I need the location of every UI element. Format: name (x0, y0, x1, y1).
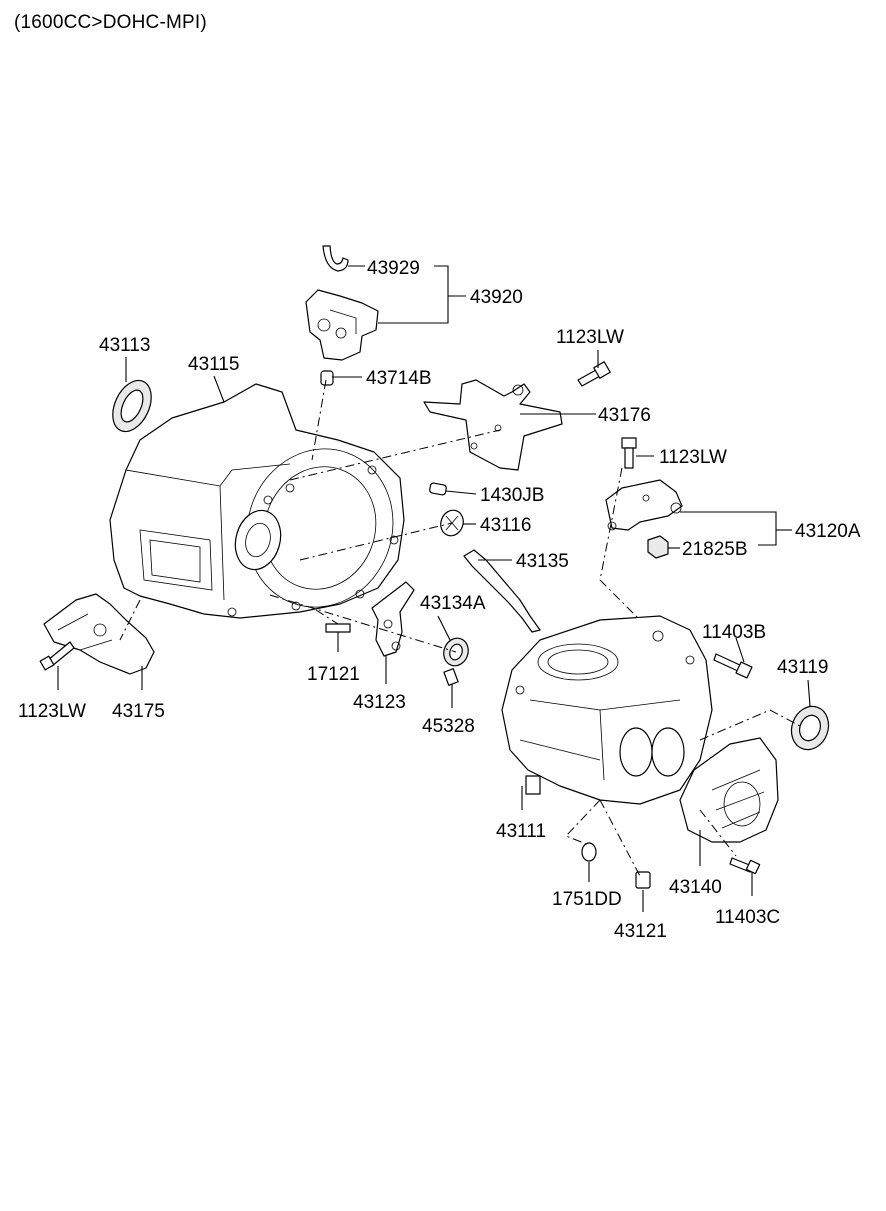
part-43714B-pin (320, 370, 334, 386)
label-1430JB[interactable]: 1430JB (480, 485, 544, 506)
part-43120A-bracket (605, 479, 683, 531)
label-43175[interactable]: 43175 (112, 701, 165, 722)
part-11403B-bolt (713, 653, 753, 679)
label-43176[interactable]: 43176 (598, 405, 651, 426)
label-21825B[interactable]: 21825B (682, 539, 748, 560)
part-43119-seal (790, 705, 830, 751)
part-43121-plug (635, 871, 651, 889)
part-1123LW-bolt-top (577, 361, 611, 387)
label-43111[interactable]: 43111 (496, 821, 546, 842)
label-1123LW-top[interactable]: 1123LW (556, 327, 624, 348)
label-43714B[interactable]: 43714B (366, 368, 432, 389)
part-11403C-bolt (729, 857, 761, 875)
label-43135[interactable]: 43135 (516, 551, 569, 572)
part-labels: 43929 43920 43113 43115 43714B 1123LW 43… (18, 258, 861, 942)
label-43121[interactable]: 43121 (614, 921, 667, 942)
label-43116[interactable]: 43116 (480, 515, 531, 536)
label-11403C[interactable]: 11403C (715, 907, 780, 928)
part-1430JB-pin (429, 482, 447, 496)
part-43175-bracket (43, 593, 155, 675)
label-43119[interactable]: 43119 (777, 657, 828, 678)
label-43134A[interactable]: 43134A (420, 593, 486, 614)
label-45328[interactable]: 45328 (422, 716, 475, 737)
part-43176-bracket (423, 379, 563, 471)
leader-lines (57, 265, 811, 912)
label-43113[interactable]: 43113 (99, 335, 150, 356)
diagram-title: (1600CC>DOHC-MPI) (14, 12, 207, 33)
part-43920-bracket (305, 289, 379, 361)
label-1123LW-mid[interactable]: 1123LW (659, 447, 727, 468)
part-43115-clutch-housing (109, 383, 405, 619)
label-1123LW-left[interactable]: 1123LW (18, 701, 86, 722)
part-43111-transmission-case (501, 615, 713, 805)
part-43929-clip (322, 245, 349, 272)
part-21825B-block (647, 535, 669, 559)
part-1123LW-bolt-left (39, 641, 75, 671)
label-43140[interactable]: 43140 (669, 877, 722, 898)
label-43120A[interactable]: 43120A (795, 521, 861, 542)
part-43113-seal (112, 379, 152, 433)
label-1751DD[interactable]: 1751DD (552, 889, 622, 910)
part-43135-lever (463, 549, 541, 633)
label-43115[interactable]: 43115 (188, 354, 239, 375)
part-45328-bolt (443, 668, 459, 686)
part-1751DD-washer (581, 842, 597, 862)
label-43929[interactable]: 43929 (367, 258, 420, 279)
part-43123-plate (371, 581, 415, 657)
label-11403B[interactable]: 11403B (702, 622, 766, 643)
label-17121[interactable]: 17121 (307, 664, 360, 685)
label-43920[interactable]: 43920 (470, 287, 523, 308)
part-1123LW-bolt-mid (621, 437, 637, 469)
assembly-lines (119, 379, 801, 877)
label-43123[interactable]: 43123 (353, 692, 406, 713)
part-17121-washer (325, 623, 351, 633)
